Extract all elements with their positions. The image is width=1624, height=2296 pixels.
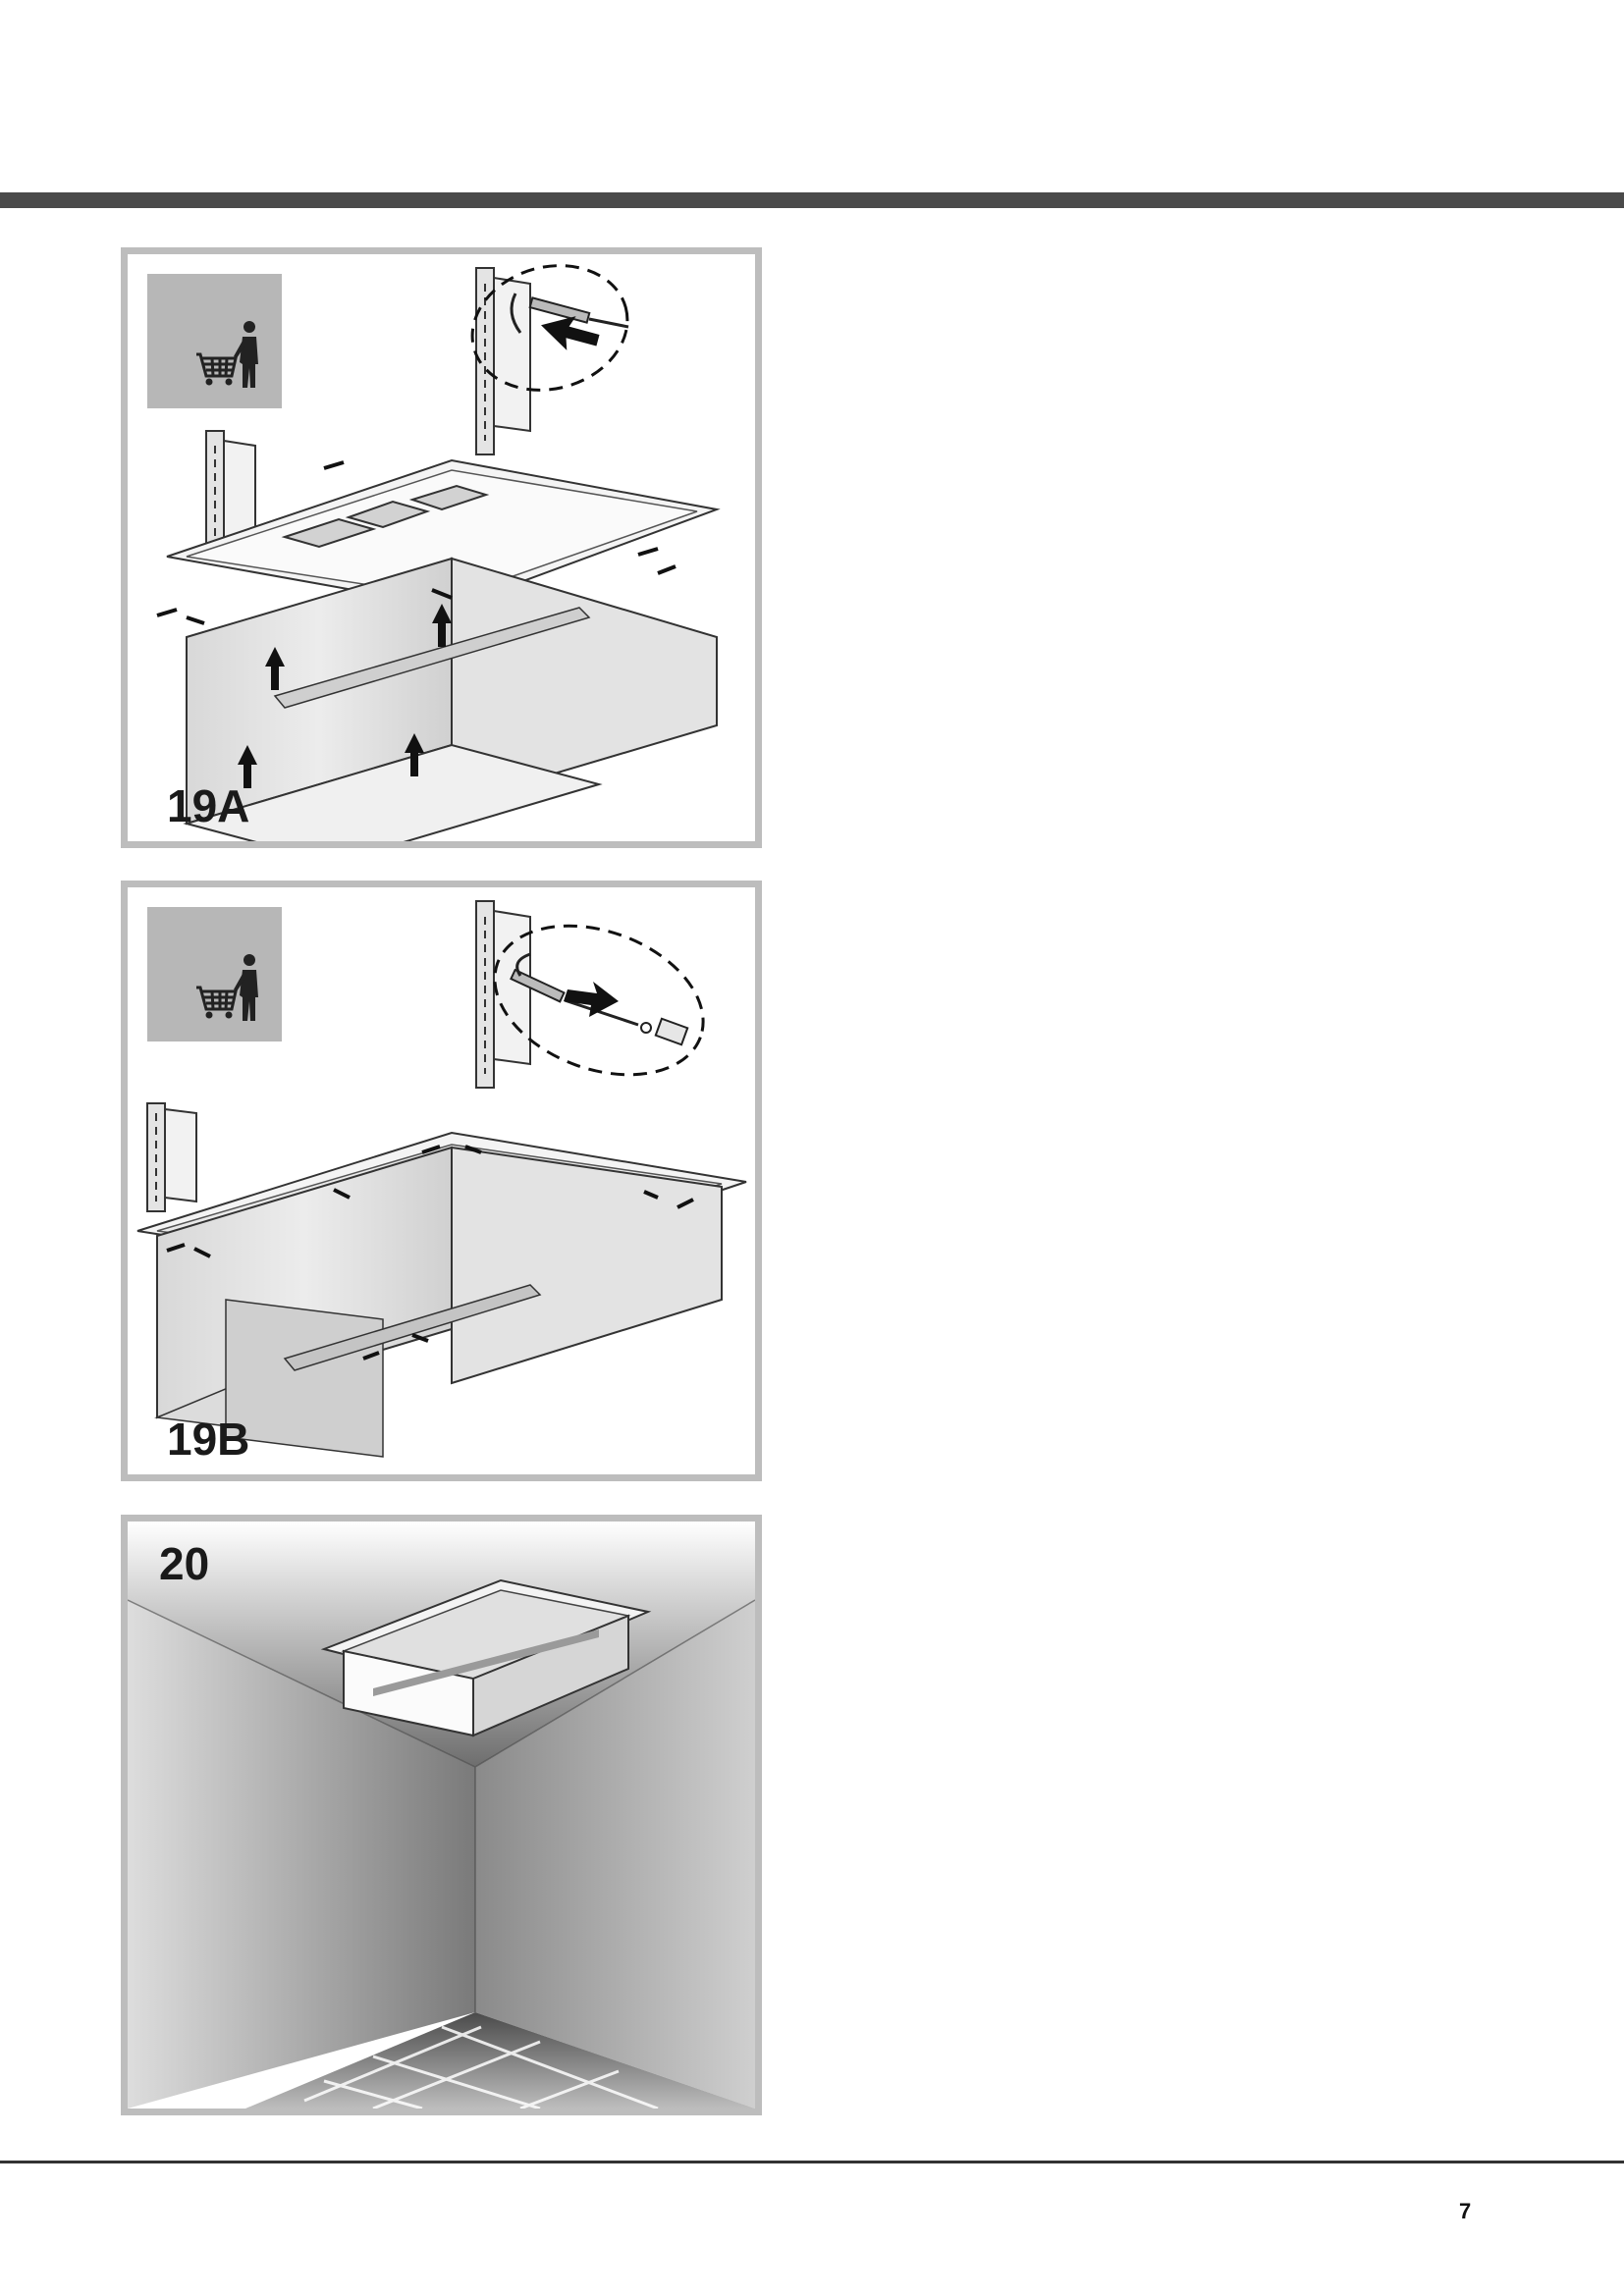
hood-fixing-illustration: [136, 900, 747, 1458]
page-number: 7: [1459, 2199, 1472, 2223]
hood-installation-illustration: [156, 264, 721, 841]
footer-rule: [0, 2161, 1624, 2163]
figure-label: 19A: [167, 780, 250, 831]
figure-19a: 19A: [121, 247, 762, 848]
shopping-cart-person-icon: [147, 907, 282, 1041]
ceiling-corner-illustration: [128, 1522, 755, 2109]
figure-label: 20: [159, 1538, 210, 1589]
figure-19b: 19B: [121, 881, 762, 1481]
figure-label: 19B: [167, 1414, 250, 1465]
shopping-cart-person-icon: [147, 274, 282, 408]
figure-20: 20: [121, 1515, 762, 2115]
header-bar: [0, 192, 1624, 208]
